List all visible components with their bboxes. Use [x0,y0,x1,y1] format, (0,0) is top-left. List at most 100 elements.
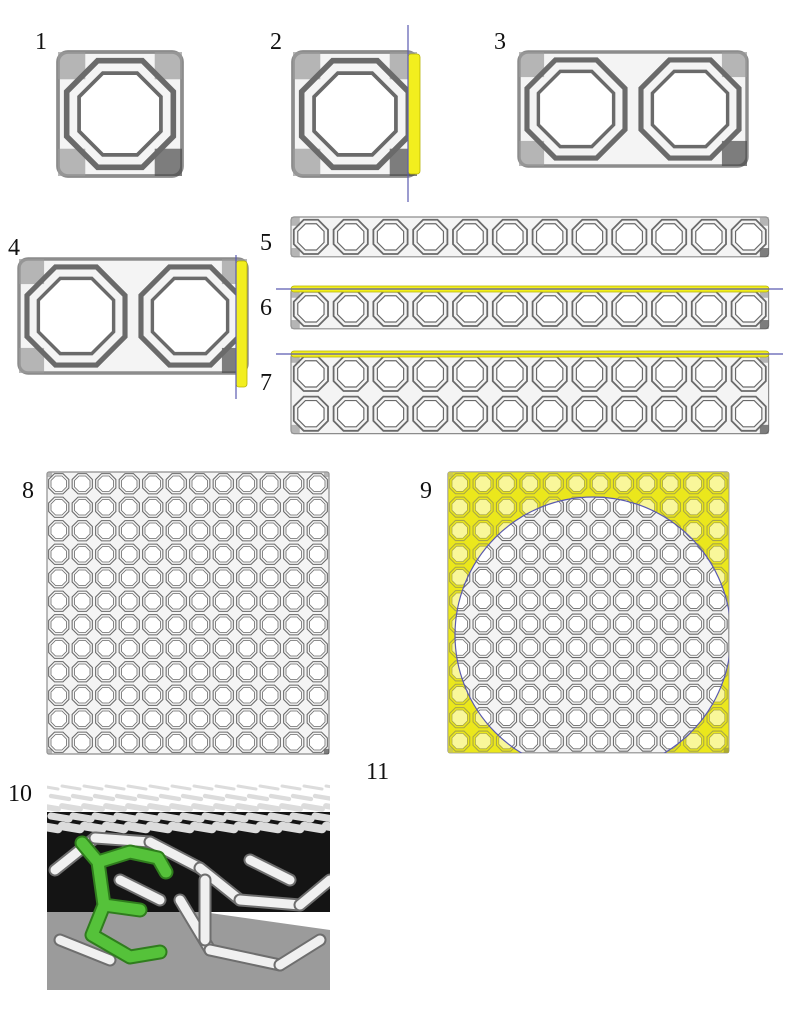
octagon-strut [495,660,518,682]
octagon-cell [685,545,702,563]
octagon-cell [168,640,185,657]
distant-strut [324,784,330,789]
octagon-cell [655,399,683,428]
octagon-strut [472,636,494,659]
octagon-cell [695,399,723,428]
octagon-cell [638,475,656,492]
octagon-cell [536,69,616,149]
octagon-cell [50,522,67,539]
octagon-strut [730,290,767,327]
octagon-strut [683,519,705,542]
octagon-strut [455,636,471,659]
octagon-cell [168,734,185,751]
octagon-cell [568,475,585,492]
distant-strut [82,784,104,791]
corner-gusset [291,320,300,329]
octagon-strut [589,660,611,682]
octagon-strut [332,395,369,432]
octagon-cell [285,593,302,610]
octagon-cell [144,499,161,516]
octagon-strut [612,636,635,659]
octagon-strut [589,473,611,495]
octagon-strut [566,683,588,705]
octagon-cell [474,732,492,750]
distant-strut [169,803,193,812]
octagon-cell [568,522,585,539]
octagon-strut [283,473,305,495]
octagon-strut [571,290,608,327]
panel-1-single-cell [56,50,184,178]
octagon-cell [121,710,138,727]
octagon-strut [566,660,588,682]
octagon-cell [416,223,445,251]
label-panel-11: 11 [366,759,390,785]
corner-gusset [291,354,300,363]
octagon-cell [376,223,405,251]
octagon-strut [612,543,635,565]
distant-strut [381,796,399,799]
octagon-strut [659,683,681,705]
octagon-strut [455,660,471,682]
octagon-strut [449,519,471,542]
distant-strut [311,812,330,823]
octagon-strut [651,395,688,432]
octagon-strut [683,496,705,518]
octagon-cell [638,522,656,539]
octagon-strut [306,473,328,495]
octagon-cell [215,499,232,516]
octagon-strut [165,614,187,636]
octagon-cell [144,710,161,727]
octagon-strut [449,473,471,495]
panel-7-double-row [276,350,783,435]
octagon-cell [74,710,91,727]
octagon-cell [662,615,679,633]
octagon-cell [74,546,91,563]
distant-strut [57,821,85,834]
octagon-strut [165,731,187,753]
octagon-cell [451,732,468,750]
octagon-cell [238,569,255,586]
octagon-cell [168,687,185,704]
octagon-strut [495,683,518,705]
octagon-strut [683,590,705,612]
octagon-strut [189,567,211,589]
octagon-cell [191,499,208,516]
near-strut [90,833,155,847]
octagon-cell [74,734,91,751]
octagon-cell [144,616,161,633]
octagon-cell [456,295,484,323]
octagon-cell [144,569,161,586]
distant-strut [148,784,170,791]
octagon-cell [734,360,763,388]
octagon-strut [706,707,728,729]
octagon-strut [95,731,117,753]
octagon-strut [455,590,471,612]
octagon-strut [542,683,564,705]
octagon-cell [498,662,515,680]
octagon-cell [708,709,726,726]
octagon-strut [165,661,187,683]
octagon-cell [521,662,539,680]
octagon-strut [519,636,541,659]
octagon-cell [191,593,208,610]
octagon-strut [71,661,93,683]
octagon-cell [451,686,468,703]
octagon-cell [496,399,524,428]
distant-strut [136,793,160,802]
octagon-strut [165,473,187,495]
octagon-cell [215,663,232,680]
octagon-cell [262,663,279,680]
octagon-strut [283,684,305,706]
octagon-strut [472,730,494,752]
octagon-strut [165,684,187,706]
distant-strut [104,784,126,791]
octagon-strut [611,395,648,432]
octagon-strut [519,566,541,588]
octagon-strut [95,684,117,706]
distant-strut [126,784,148,791]
octagon-cell [615,686,632,703]
distant-strut [302,784,324,791]
distant-strut [255,821,283,834]
octagon-strut [212,708,234,730]
octagon-strut [259,708,281,730]
